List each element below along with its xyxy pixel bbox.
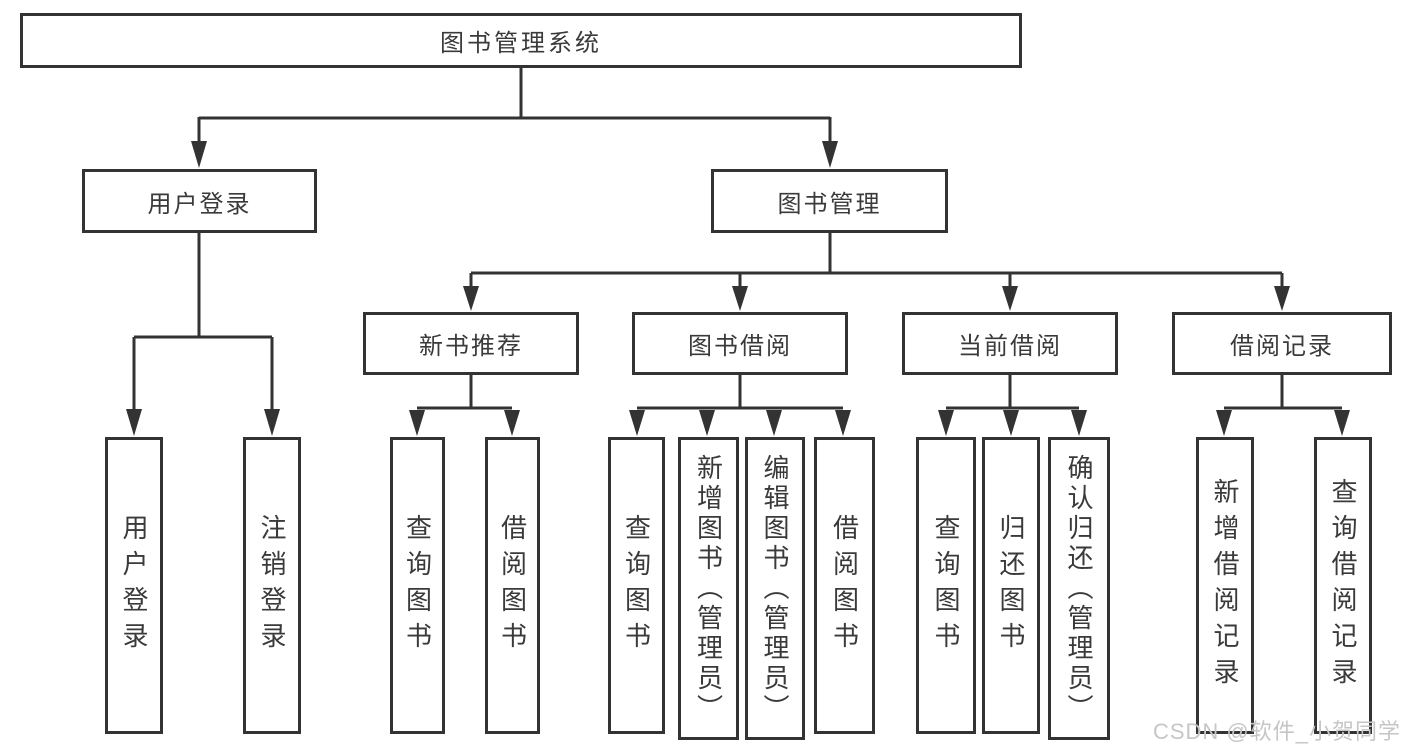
leaf-return-books: 归还图书 — [982, 437, 1040, 734]
leaf-logout-login: 注销登录 — [243, 437, 301, 734]
leaf-borrow-books-recommend-label: 借阅图书 — [497, 513, 528, 658]
leaf-add-books-admin: 新增图书（管理员） — [678, 437, 739, 740]
leaf-return-books-label: 归还图书 — [996, 513, 1026, 658]
leaf-user-login: 用户登录 — [105, 437, 163, 734]
node-user-login: 用户登录 — [82, 169, 317, 233]
node-borrowing-records: 借阅记录 — [1172, 312, 1392, 375]
leaf-user-login-label: 用户登录 — [119, 513, 149, 658]
leaf-confirm-return-admin-label: 确认归还（管理员） — [1064, 453, 1094, 724]
leaf-add-borrow-record: 新增借阅记录 — [1196, 437, 1254, 734]
node-library-management-system: 图书管理系统 — [20, 13, 1022, 68]
leaf-edit-books-admin-label: 编辑图书（管理员） — [760, 453, 790, 724]
leaf-borrow-books-borrow: 借阅图书 — [814, 437, 875, 734]
node-book-management: 图书管理 — [711, 169, 948, 233]
node-current-borrowing: 当前借阅 — [902, 312, 1118, 375]
leaf-search-books-borrow-label: 查询图书 — [621, 513, 652, 658]
leaf-add-borrow-record-label: 新增借阅记录 — [1210, 477, 1240, 694]
leaf-search-books-borrow: 查询图书 — [608, 437, 665, 734]
leaf-search-books-recommend: 查询图书 — [390, 437, 445, 734]
leaf-borrow-books-borrow-label: 借阅图书 — [829, 513, 860, 658]
leaf-search-borrow-record-label: 查询借阅记录 — [1328, 477, 1358, 694]
leaf-search-books-current: 查询图书 — [916, 437, 976, 734]
leaf-search-books-current-label: 查询图书 — [931, 513, 961, 658]
leaf-borrow-books-recommend: 借阅图书 — [485, 437, 540, 734]
csdn-watermark: CSDN @软件_小贺同学 — [1152, 719, 1401, 744]
leaf-confirm-return-admin: 确认归还（管理员） — [1048, 437, 1110, 740]
node-new-book-recommendation: 新书推荐 — [363, 312, 579, 375]
leaf-edit-books-admin: 编辑图书（管理员） — [745, 437, 805, 740]
leaf-search-borrow-record: 查询借阅记录 — [1314, 437, 1372, 734]
leaf-logout-login-label: 注销登录 — [257, 513, 287, 658]
node-book-borrowing: 图书借阅 — [632, 312, 848, 375]
leaf-add-books-admin-label: 新增图书（管理员） — [693, 453, 724, 724]
leaf-search-books-recommend-label: 查询图书 — [402, 513, 433, 658]
